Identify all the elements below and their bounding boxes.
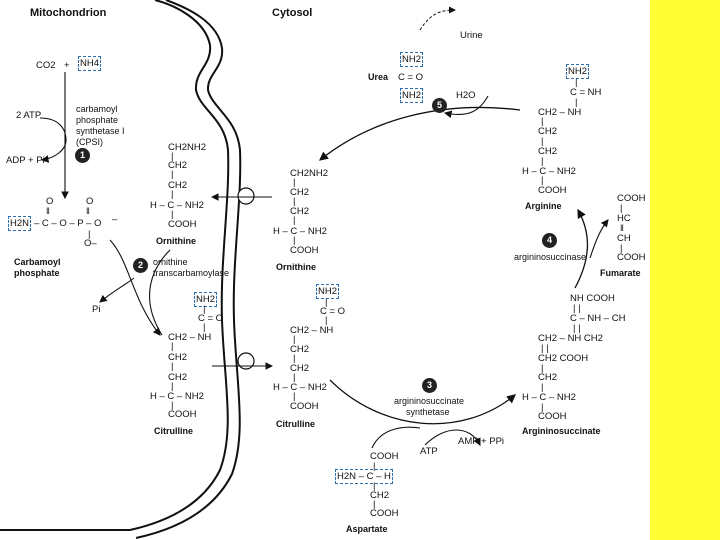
- carbamoyl-h2n: H2N: [7, 216, 32, 231]
- urea-name: Urea: [368, 72, 389, 82]
- mito-citrulline-name: Citrulline: [154, 426, 194, 436]
- mitochondrion-heading: Mitochondrion: [30, 7, 107, 19]
- atp-input-label: 2 ATP: [16, 110, 42, 121]
- cyto-citrulline-name: Citrulline: [276, 419, 316, 429]
- carbamoyl-minus: –: [112, 214, 118, 225]
- step-2-badge: 2: [133, 258, 148, 273]
- urea-nh2-top: NH2: [399, 52, 424, 67]
- adp-output-label: ADP + Pi: [6, 155, 45, 166]
- cpsi-label-1: carbamoyl: [76, 104, 118, 114]
- plus-sign: +: [64, 60, 70, 71]
- carbamoyl-chain: – C – O – P – O: [34, 218, 102, 229]
- carbamoyl-bar: |: [88, 229, 91, 240]
- cytosol-heading: Cytosol: [272, 7, 313, 19]
- cpsi-label-4: (CPSI): [76, 137, 103, 147]
- argininosuccinase-label: argininosuccinase: [514, 252, 587, 262]
- diagram-lines: [0, 0, 609, 539]
- ass-label-2: synthetase: [406, 407, 450, 417]
- otc-label-2: transcarbamoylase: [153, 268, 230, 278]
- mitochondrial-membrane-inner: [135, 0, 242, 539]
- mito-pi-label: Pi: [92, 304, 101, 315]
- carbamoyl-name-2: phosphate: [14, 268, 60, 278]
- carbamoyl-dbl2: ‖: [86, 206, 90, 217]
- arginine-name: Arginine: [525, 201, 562, 211]
- carbamoyl-o1: O: [46, 196, 54, 207]
- carbamoyl-dbl1: ‖: [46, 206, 50, 217]
- arc-argininosuccinate-to-arginine: [574, 208, 589, 289]
- ornithine-transporter: [237, 187, 255, 205]
- carbamoyl-o2: O: [86, 196, 94, 207]
- co2-label: CO2: [36, 60, 56, 71]
- cyto-ornithine-name: Ornithine: [276, 262, 316, 272]
- urea-cycle-diagram: Mitochondrion Cytosol CO2 + NH4 2 ATP AD…: [0, 0, 650, 540]
- citrulline-transporter: [237, 352, 255, 370]
- carbamoyl-name-1: Carbamoyl: [14, 257, 61, 267]
- cpsi-label-3: synthetase I: [76, 126, 125, 136]
- amp-label: AMP + PPi: [458, 436, 505, 447]
- step-3-badge: 3: [422, 378, 437, 393]
- cpsi-label-2: phosphate: [76, 115, 119, 125]
- otc-label-1: ornithine: [153, 257, 188, 267]
- aspartate-name: Aspartate: [346, 524, 388, 534]
- urine-label: Urine: [460, 30, 483, 41]
- h2o-label: H2O: [456, 90, 476, 101]
- nh4-label: NH4: [77, 56, 102, 71]
- arc-arginine-to-ornithine: [318, 106, 521, 161]
- mito-ornithine-name: Ornithine: [156, 236, 196, 246]
- carbamoyl-o-bottom: O–: [84, 238, 97, 249]
- cyto-atp-label: ATP: [420, 446, 438, 457]
- step-4-badge: 4: [542, 233, 557, 248]
- urea-nh2-bottom: NH2: [399, 88, 424, 103]
- mitochondrial-membrane-outer: [0, 0, 230, 531]
- urea-co: C = O: [398, 72, 424, 83]
- argininosuccinate-name: Argininosuccinate: [522, 426, 601, 436]
- ass-label-1: argininosuccinate: [394, 396, 465, 406]
- step-5-badge: 5: [432, 98, 447, 113]
- fumarate-name: Fumarate: [600, 268, 641, 278]
- step-1-badge: 1: [75, 148, 90, 163]
- arc-citrulline-to-argininosuccinate: [329, 379, 517, 425]
